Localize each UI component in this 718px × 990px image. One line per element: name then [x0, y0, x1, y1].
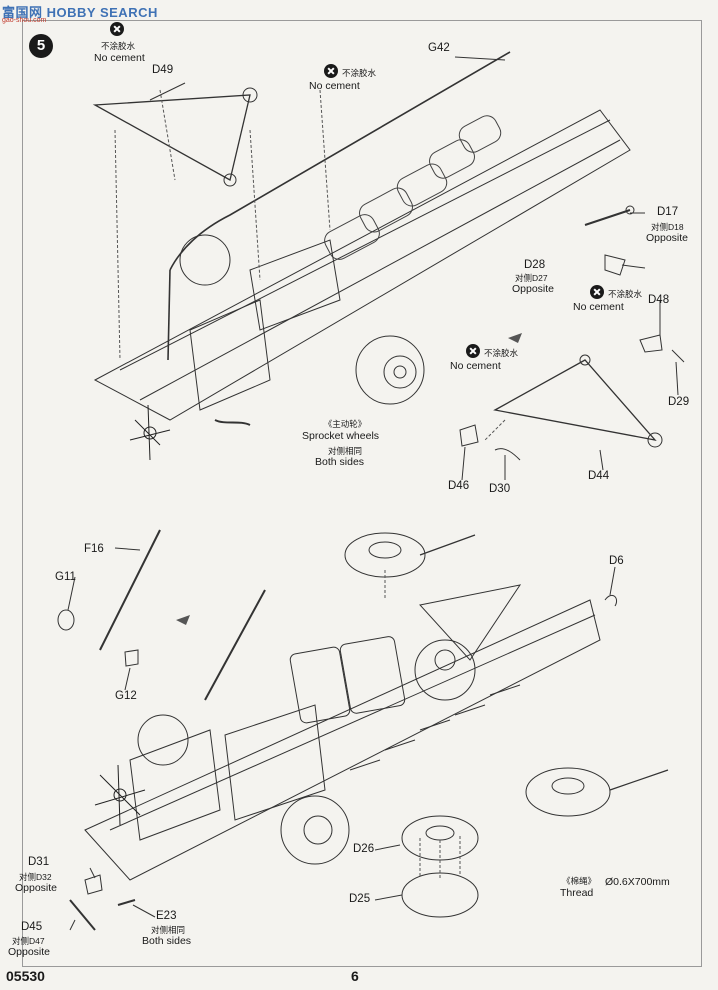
thread-spec: Ø0.6X700mm [605, 876, 670, 888]
part-note-d32: 对侧D32 [19, 872, 52, 882]
page-frame [22, 20, 702, 967]
opposite-label: Opposite [512, 283, 555, 295]
thread-label-cn: 《棉绳》 [562, 876, 597, 886]
thread-label-en: Thread [560, 887, 594, 899]
part-label-d30: D30 [489, 483, 511, 495]
both-sides-label-cn: 对侧相同 [151, 925, 186, 935]
part-label-d48: D48 [648, 294, 670, 306]
no-cement-label-en: No cement [450, 360, 501, 372]
opposite-label: Opposite [15, 882, 58, 894]
part-label-d45: D45 [21, 921, 43, 933]
opposite-label: Opposite [646, 232, 689, 244]
part-note-d18: 对侧D18 [651, 222, 684, 232]
part-label-g12: G12 [115, 690, 137, 702]
part-label-d25: D25 [349, 893, 371, 905]
part-label-g42: G42 [428, 42, 450, 54]
part-label-d44: D44 [588, 470, 610, 482]
watermark-logo: 富国网 HOBBY SEARCH [2, 5, 158, 20]
part-label-d29: D29 [668, 396, 690, 408]
part-label-d28: D28 [524, 259, 546, 271]
part-label-d17: D17 [657, 206, 679, 218]
no-cement-label-cn: 不涂胶水 [608, 289, 643, 299]
no-cement-label-cn: 不涂胶水 [342, 68, 377, 78]
part-note-d27: 对侧D27 [515, 273, 548, 283]
part-label-g11: G11 [55, 571, 76, 583]
both-sides-label-en: Both sides [142, 935, 192, 947]
part-label-d6: D6 [609, 555, 624, 567]
both-sides-label-cn: 对侧相同 [327, 446, 362, 456]
no-cement-label-en: No cement [309, 80, 360, 92]
part-label-e23: E23 [156, 910, 177, 922]
sprocket-label-cn: 《主动轮》 [323, 419, 367, 429]
step-number-badge: 5 [29, 34, 53, 58]
part-label-d46: D46 [448, 480, 470, 492]
sprocket-label-en: Sprocket wheels [302, 430, 380, 442]
part-label-d26: D26 [353, 843, 375, 855]
no-cement-label-cn: 不涂胶水 [100, 41, 135, 51]
both-sides-label-en: Both sides [315, 456, 365, 468]
watermark-url: gao-shou.com [2, 17, 47, 24]
part-label-d31: D31 [28, 856, 50, 868]
no-cement-icon [324, 64, 338, 78]
no-cement-label-en: No cement [94, 52, 145, 64]
part-label-d49: D49 [152, 64, 174, 76]
no-cement-icon [466, 344, 480, 358]
no-cement-icon [590, 285, 604, 299]
no-cement-label-cn: 不涂胶水 [484, 348, 519, 358]
product-code: 05530 [6, 968, 45, 984]
no-cement-label-en: No cement [573, 301, 624, 313]
page-number: 6 [351, 968, 359, 984]
opposite-label: Opposite [8, 946, 51, 958]
part-label-f16: F16 [84, 543, 104, 555]
no-cement-icon [110, 22, 124, 36]
part-note-d47: 对侧D47 [12, 936, 45, 946]
